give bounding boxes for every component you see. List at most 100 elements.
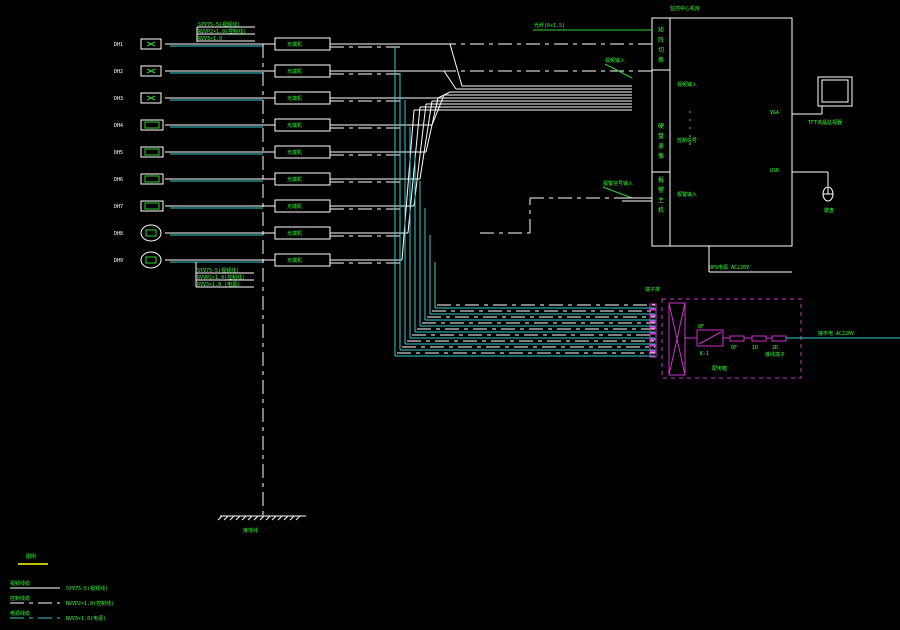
legend-label: 视频线缆 — [10, 580, 30, 587]
camera-row: DH1 光端机 — [114, 37, 632, 87]
encoder-box — [274, 64, 331, 78]
legend-spec: RVV3×1.0(电源) — [66, 615, 106, 622]
terminal — [649, 333, 657, 340]
monitor-room-title: 监控中心机房 — [670, 5, 700, 12]
camera-id: DH7 — [114, 204, 123, 210]
power-item-3: 1D — [752, 345, 758, 351]
camera-row: DH9 光端机 — [114, 109, 632, 269]
camera-id: DH8 — [114, 231, 123, 237]
svg-text:主: 主 — [658, 196, 664, 204]
encoder-box — [274, 37, 331, 51]
monitor-label: TFT液晶监视器 — [808, 119, 842, 126]
encoder-box — [274, 226, 331, 240]
power-box: QF K-1 QF 1D 2D 接线端子 配电箱 接市电 AC220V 端子排 — [645, 286, 900, 379]
encoder-label: 光端机 — [287, 41, 302, 48]
tft-monitor: TFT液晶监视器 — [792, 76, 853, 126]
bottom-note-3: RVV3×1.0 (电源) — [197, 281, 240, 288]
legend-title: 图例 — [26, 553, 36, 560]
encoder-label: 光端机 — [287, 203, 302, 210]
encoder-box — [274, 145, 331, 159]
power-breaker: QF — [698, 324, 704, 330]
legend: 图例 视频线缆 SYV75-5(视频线) 控制线缆 RVVP2×1.0(控制线) 电源线… — [10, 553, 114, 622]
terminal — [649, 321, 657, 328]
host-section-1: 矩 — [658, 26, 664, 34]
usb-label: USB — [770, 168, 779, 174]
box-camera-icon — [140, 173, 164, 185]
box-camera-icon — [140, 200, 164, 212]
ups-label: UPS电源 AC220V — [709, 264, 749, 271]
legend-spec: SYV75-5(视频线) — [66, 585, 108, 592]
terminal — [649, 345, 657, 352]
terminal — [649, 315, 657, 322]
encoder-box — [274, 253, 331, 267]
camera-id: DH9 — [114, 258, 123, 264]
ups-feed: UPS电源 AC220V — [708, 246, 792, 273]
terminal — [649, 351, 657, 358]
video-in-label: 视频输入 — [677, 81, 697, 88]
bottom-note-2: RVVP2×1.0(控制线) — [197, 274, 245, 281]
encoder-label: 光端机 — [287, 68, 302, 75]
camera-id: DH3 — [114, 96, 123, 102]
terminal — [649, 309, 657, 316]
legend-row: 视频线缆 SYV75-5(视频线) — [10, 580, 108, 592]
video-fan-label: 视频输入 — [605, 57, 625, 64]
svg-text:警: 警 — [658, 186, 664, 194]
terminal — [649, 327, 657, 334]
bottom-note-1: SYV75-5(视频线) — [197, 267, 239, 274]
svg-text:切: 切 — [658, 47, 664, 54]
camera-id: DH4 — [114, 123, 123, 129]
camera-row: DH6 光端机 — [114, 100, 632, 186]
top-cable-notes: SYV75-5(视频线) RVVP2×1.0(控制线) RVV3×1.0 — [196, 21, 255, 42]
power-item-4: 2D — [772, 345, 778, 351]
host-cabinet: 监控中心机房 矩 阵 切 换 硬 盘 录 像 报 警 主 机 视频输入 控制信号… — [651, 5, 793, 247]
ground-bus: 接地线 — [217, 44, 306, 534]
alarm-label: 报警输入 — [677, 191, 697, 198]
dome-camera-icon — [140, 92, 162, 104]
host-section-3: 报 — [658, 176, 664, 184]
dome-camera-icon — [140, 38, 162, 50]
legend-label: 控制线缆 — [10, 595, 30, 602]
bottom-cable-notes: SYV75-5(视频线) RVVP2×1.0(控制线) RVV3×1.0 (电源… — [195, 262, 254, 288]
keyboard-mouse: 键盘 — [792, 171, 834, 214]
ground-label: 接地线 — [243, 527, 258, 534]
svg-text:像: 像 — [658, 152, 664, 160]
host-section-2: 硬 — [658, 123, 664, 130]
camera-id: DH1 — [114, 42, 123, 48]
encoder-label: 光端机 — [287, 257, 302, 264]
speed-dome-icon — [140, 251, 162, 269]
power-box-label: 配电箱 — [712, 365, 727, 372]
vga-label: VGA — [770, 110, 779, 116]
dome-camera-icon — [140, 65, 162, 77]
alarm-input: 报警信号输入 — [602, 180, 652, 202]
encoder-box — [274, 172, 331, 186]
power-item-2: QF — [731, 345, 737, 351]
terminal — [649, 339, 657, 346]
svg-text:换: 换 — [658, 56, 664, 64]
camera-id: DH5 — [114, 150, 123, 156]
vertical-cable-bus — [394, 46, 657, 358]
power-item-1: K-1 — [700, 351, 709, 357]
keyboard-label: 键盘 — [824, 207, 834, 214]
fiber-runs — [330, 43, 652, 234]
encoder-box — [274, 199, 331, 213]
encoder-label: 光端机 — [287, 176, 302, 183]
fiber-line: 光纤(6×1.5) — [533, 22, 652, 31]
legend-spec: RVVP2×1.0(控制线) — [66, 600, 114, 607]
top-note-2: RVVP2×1.0(控制线) — [198, 28, 246, 35]
power-in-label: 接市电 AC220V — [818, 330, 854, 337]
svg-text:阵: 阵 — [658, 36, 664, 44]
svg-text:盘: 盘 — [658, 132, 664, 140]
svg-text:机: 机 — [658, 206, 664, 214]
top-note-3: RVV3×1.0 — [198, 36, 222, 42]
encoder-box — [274, 91, 331, 105]
camera-id: DH6 — [114, 177, 123, 183]
video-input-fan: 视频输入 — [604, 57, 633, 79]
camera-row: DH7 光端机 — [114, 103, 632, 213]
camera-id: DH2 — [114, 69, 123, 75]
camera-row: DH8 光端机 — [114, 106, 632, 242]
terminal — [649, 303, 657, 310]
